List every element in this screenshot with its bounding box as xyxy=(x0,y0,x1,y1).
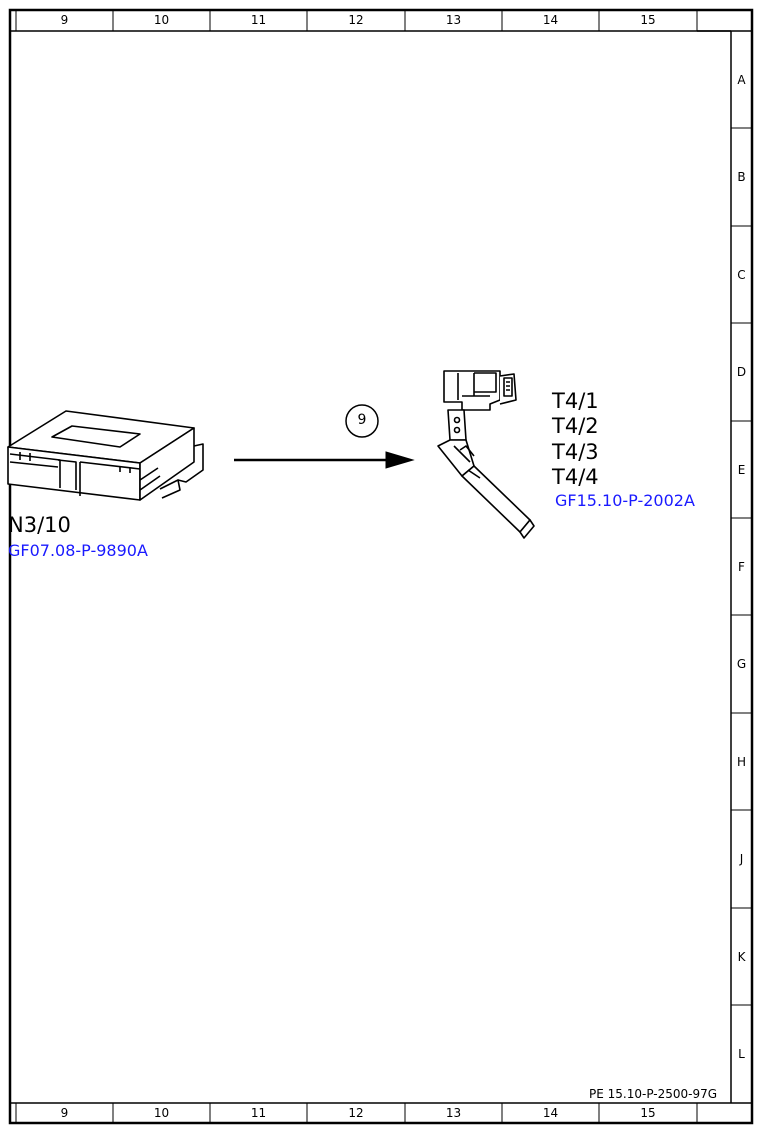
row-label: B xyxy=(737,170,746,184)
column-label: 14 xyxy=(542,13,559,27)
column-label: 10 xyxy=(153,1106,170,1120)
column-label: 11 xyxy=(250,1106,267,1120)
control-unit-reference-link[interactable]: GF07.08-P-9890A xyxy=(8,541,148,560)
control-unit-designation: N3/10 xyxy=(8,513,71,537)
row-label: F xyxy=(738,560,745,574)
column-label: 11 xyxy=(250,13,267,27)
column-label: 9 xyxy=(60,13,69,27)
column-label: 12 xyxy=(348,1106,364,1120)
control-unit-drawing xyxy=(7,410,204,501)
column-label: 15 xyxy=(640,1106,656,1120)
coil-designation: T4/4 xyxy=(552,465,599,489)
row-label: L xyxy=(738,1047,745,1061)
column-label: 15 xyxy=(640,13,656,27)
column-label: 9 xyxy=(60,1106,69,1120)
row-label: E xyxy=(737,463,746,477)
column-label: 13 xyxy=(445,13,462,27)
column-label: 14 xyxy=(542,1106,559,1120)
coil-designation: T4/2 xyxy=(552,414,599,438)
row-label: G xyxy=(736,657,747,671)
row-label: C xyxy=(737,268,746,282)
column-label: 13 xyxy=(445,1106,462,1120)
row-label: K xyxy=(737,950,746,964)
row-label: A xyxy=(737,73,746,87)
callout-circle xyxy=(345,404,379,438)
coil-designation: T4/1 xyxy=(552,389,599,413)
column-label: 12 xyxy=(348,13,364,27)
ignition-coil-drawing xyxy=(437,370,535,539)
column-label: 10 xyxy=(153,13,170,27)
row-label: J xyxy=(739,852,744,866)
drawing-frame xyxy=(8,8,754,1125)
flow-arrow xyxy=(234,451,415,469)
row-label: D xyxy=(736,365,747,379)
ignition-coil-reference-link[interactable]: GF15.10-P-2002A xyxy=(555,491,695,510)
callout-number: 9 xyxy=(357,412,367,428)
row-label: H xyxy=(736,755,747,769)
document-id: PE 15.10-P-2500-97G xyxy=(589,1087,718,1101)
coil-designation: T4/3 xyxy=(552,440,599,464)
